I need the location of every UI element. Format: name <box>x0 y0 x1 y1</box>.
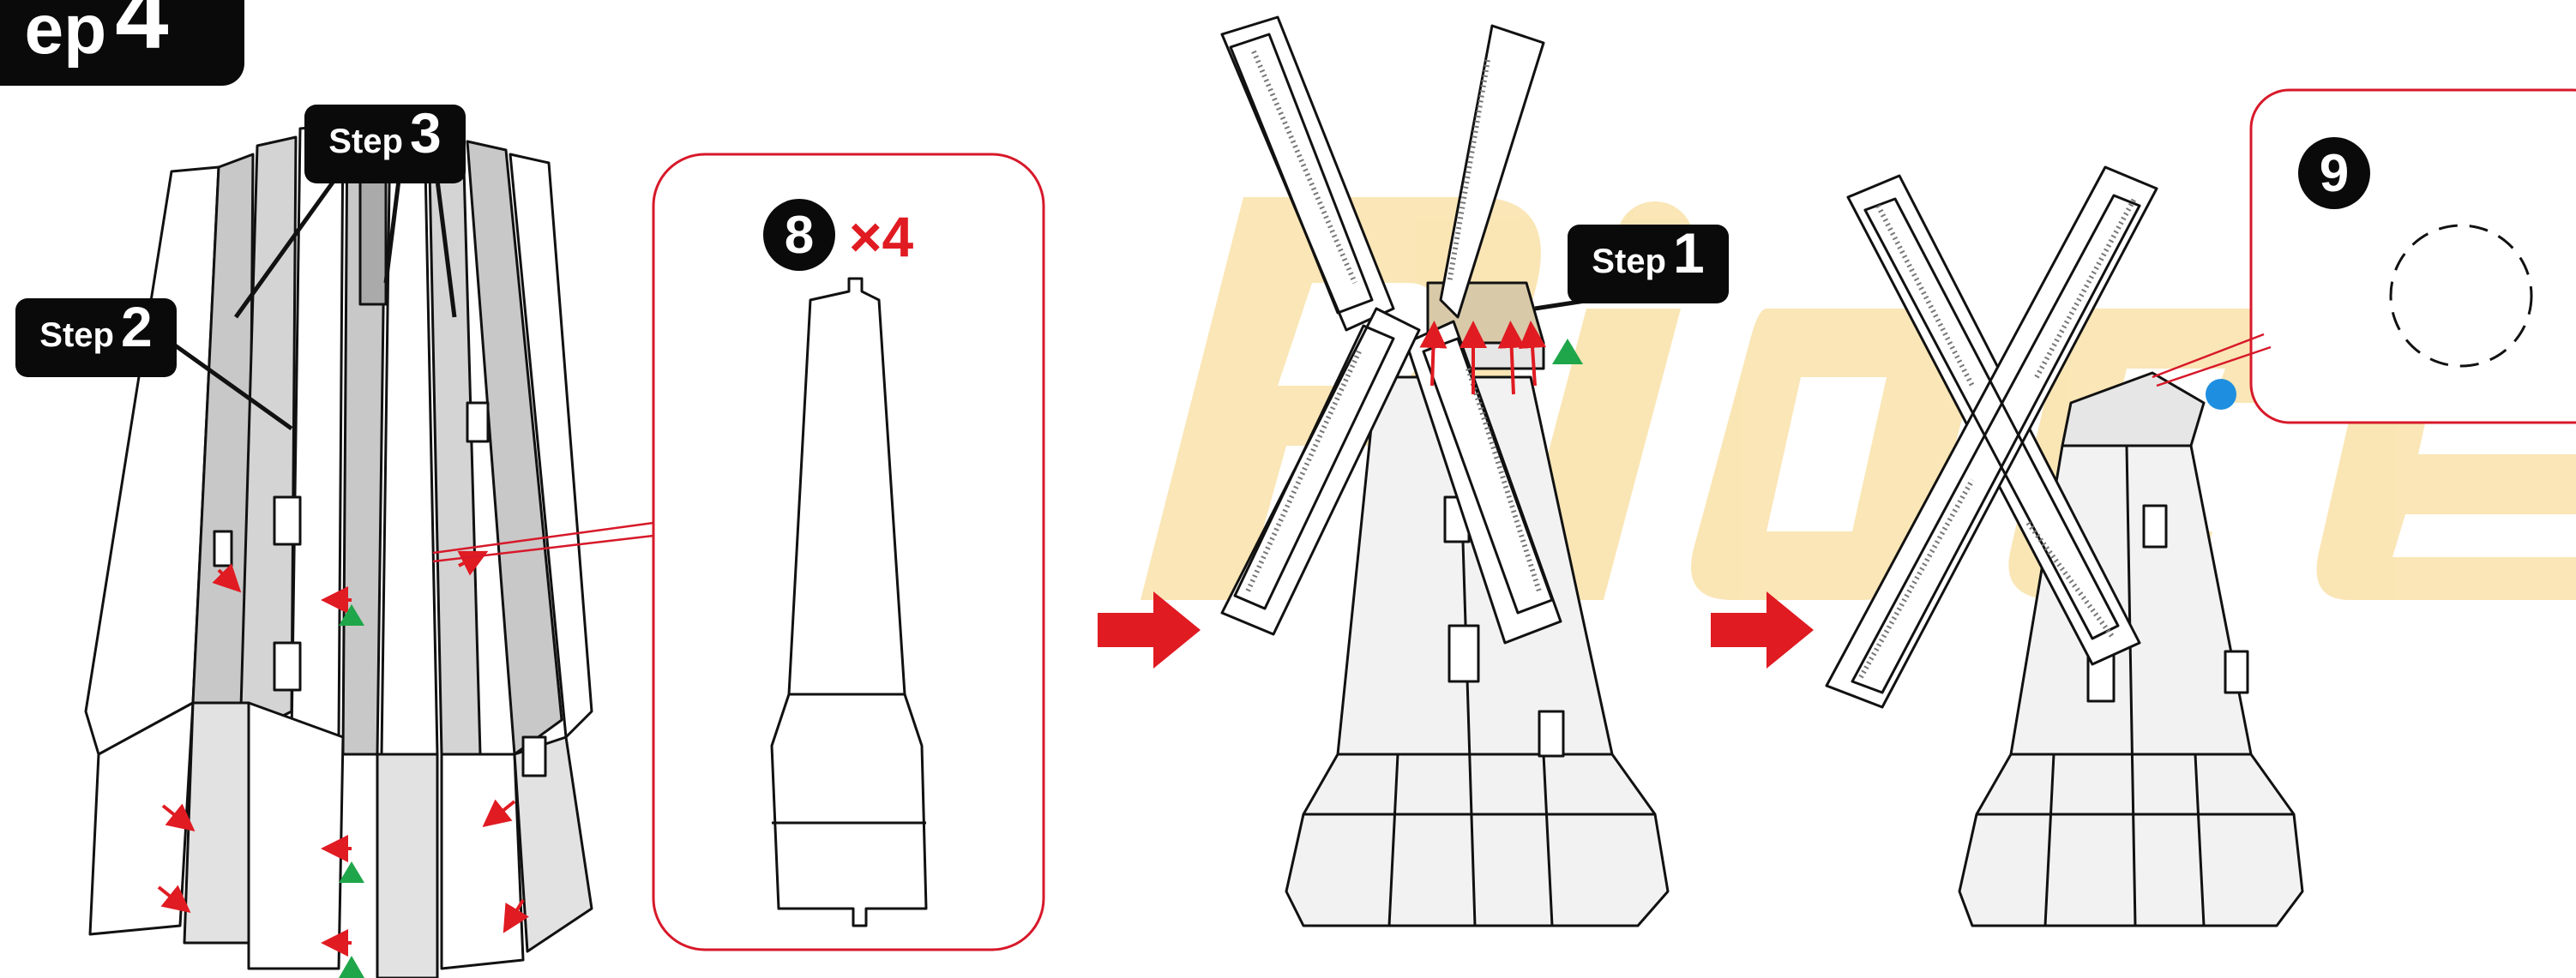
windmill-middle-cap-arrows <box>1419 321 1547 395</box>
windmill-right-sail-lattice <box>1858 195 2138 679</box>
step-heading-number: 4 <box>115 0 169 69</box>
part9-ring-outline <box>2389 224 2533 368</box>
next-stage-arrow-2 <box>1711 591 1814 669</box>
step2-callout-number: 2 <box>120 295 153 358</box>
part9-number-badge: 9 <box>2298 137 2370 209</box>
part8-leader <box>432 521 654 563</box>
part9-detail-frame <box>2249 88 2576 424</box>
blue-marker-dot <box>2206 379 2236 410</box>
green-marker-cap <box>1552 339 1583 364</box>
part8-panel-outline <box>770 277 928 927</box>
step3-callout-word: Step <box>328 123 403 160</box>
step2-callout-word: Step <box>39 316 114 354</box>
step1-callout-word: Step <box>1592 243 1666 280</box>
step1-callout-number: 1 <box>1672 221 1705 285</box>
step-heading-word: ep <box>24 0 107 69</box>
green-alignment-markers <box>339 604 364 978</box>
next-stage-arrow-1 <box>1098 591 1201 669</box>
step3-callout-number: 3 <box>409 101 442 165</box>
part8-quantity: ×4 <box>849 205 914 268</box>
part9-leader <box>2152 333 2272 387</box>
tower-exploded-assembly <box>84 118 593 978</box>
windmill-middle-sail-lattice <box>1245 50 1542 593</box>
tower-insertion-arrows <box>157 550 529 957</box>
part8-number-badge: 8 <box>763 199 835 271</box>
windmill-middle <box>1220 15 1670 927</box>
step-callout-leaders <box>170 178 1592 431</box>
watermark-text: piece <box>1286 480 1288 481</box>
windmill-right <box>1825 165 2304 927</box>
